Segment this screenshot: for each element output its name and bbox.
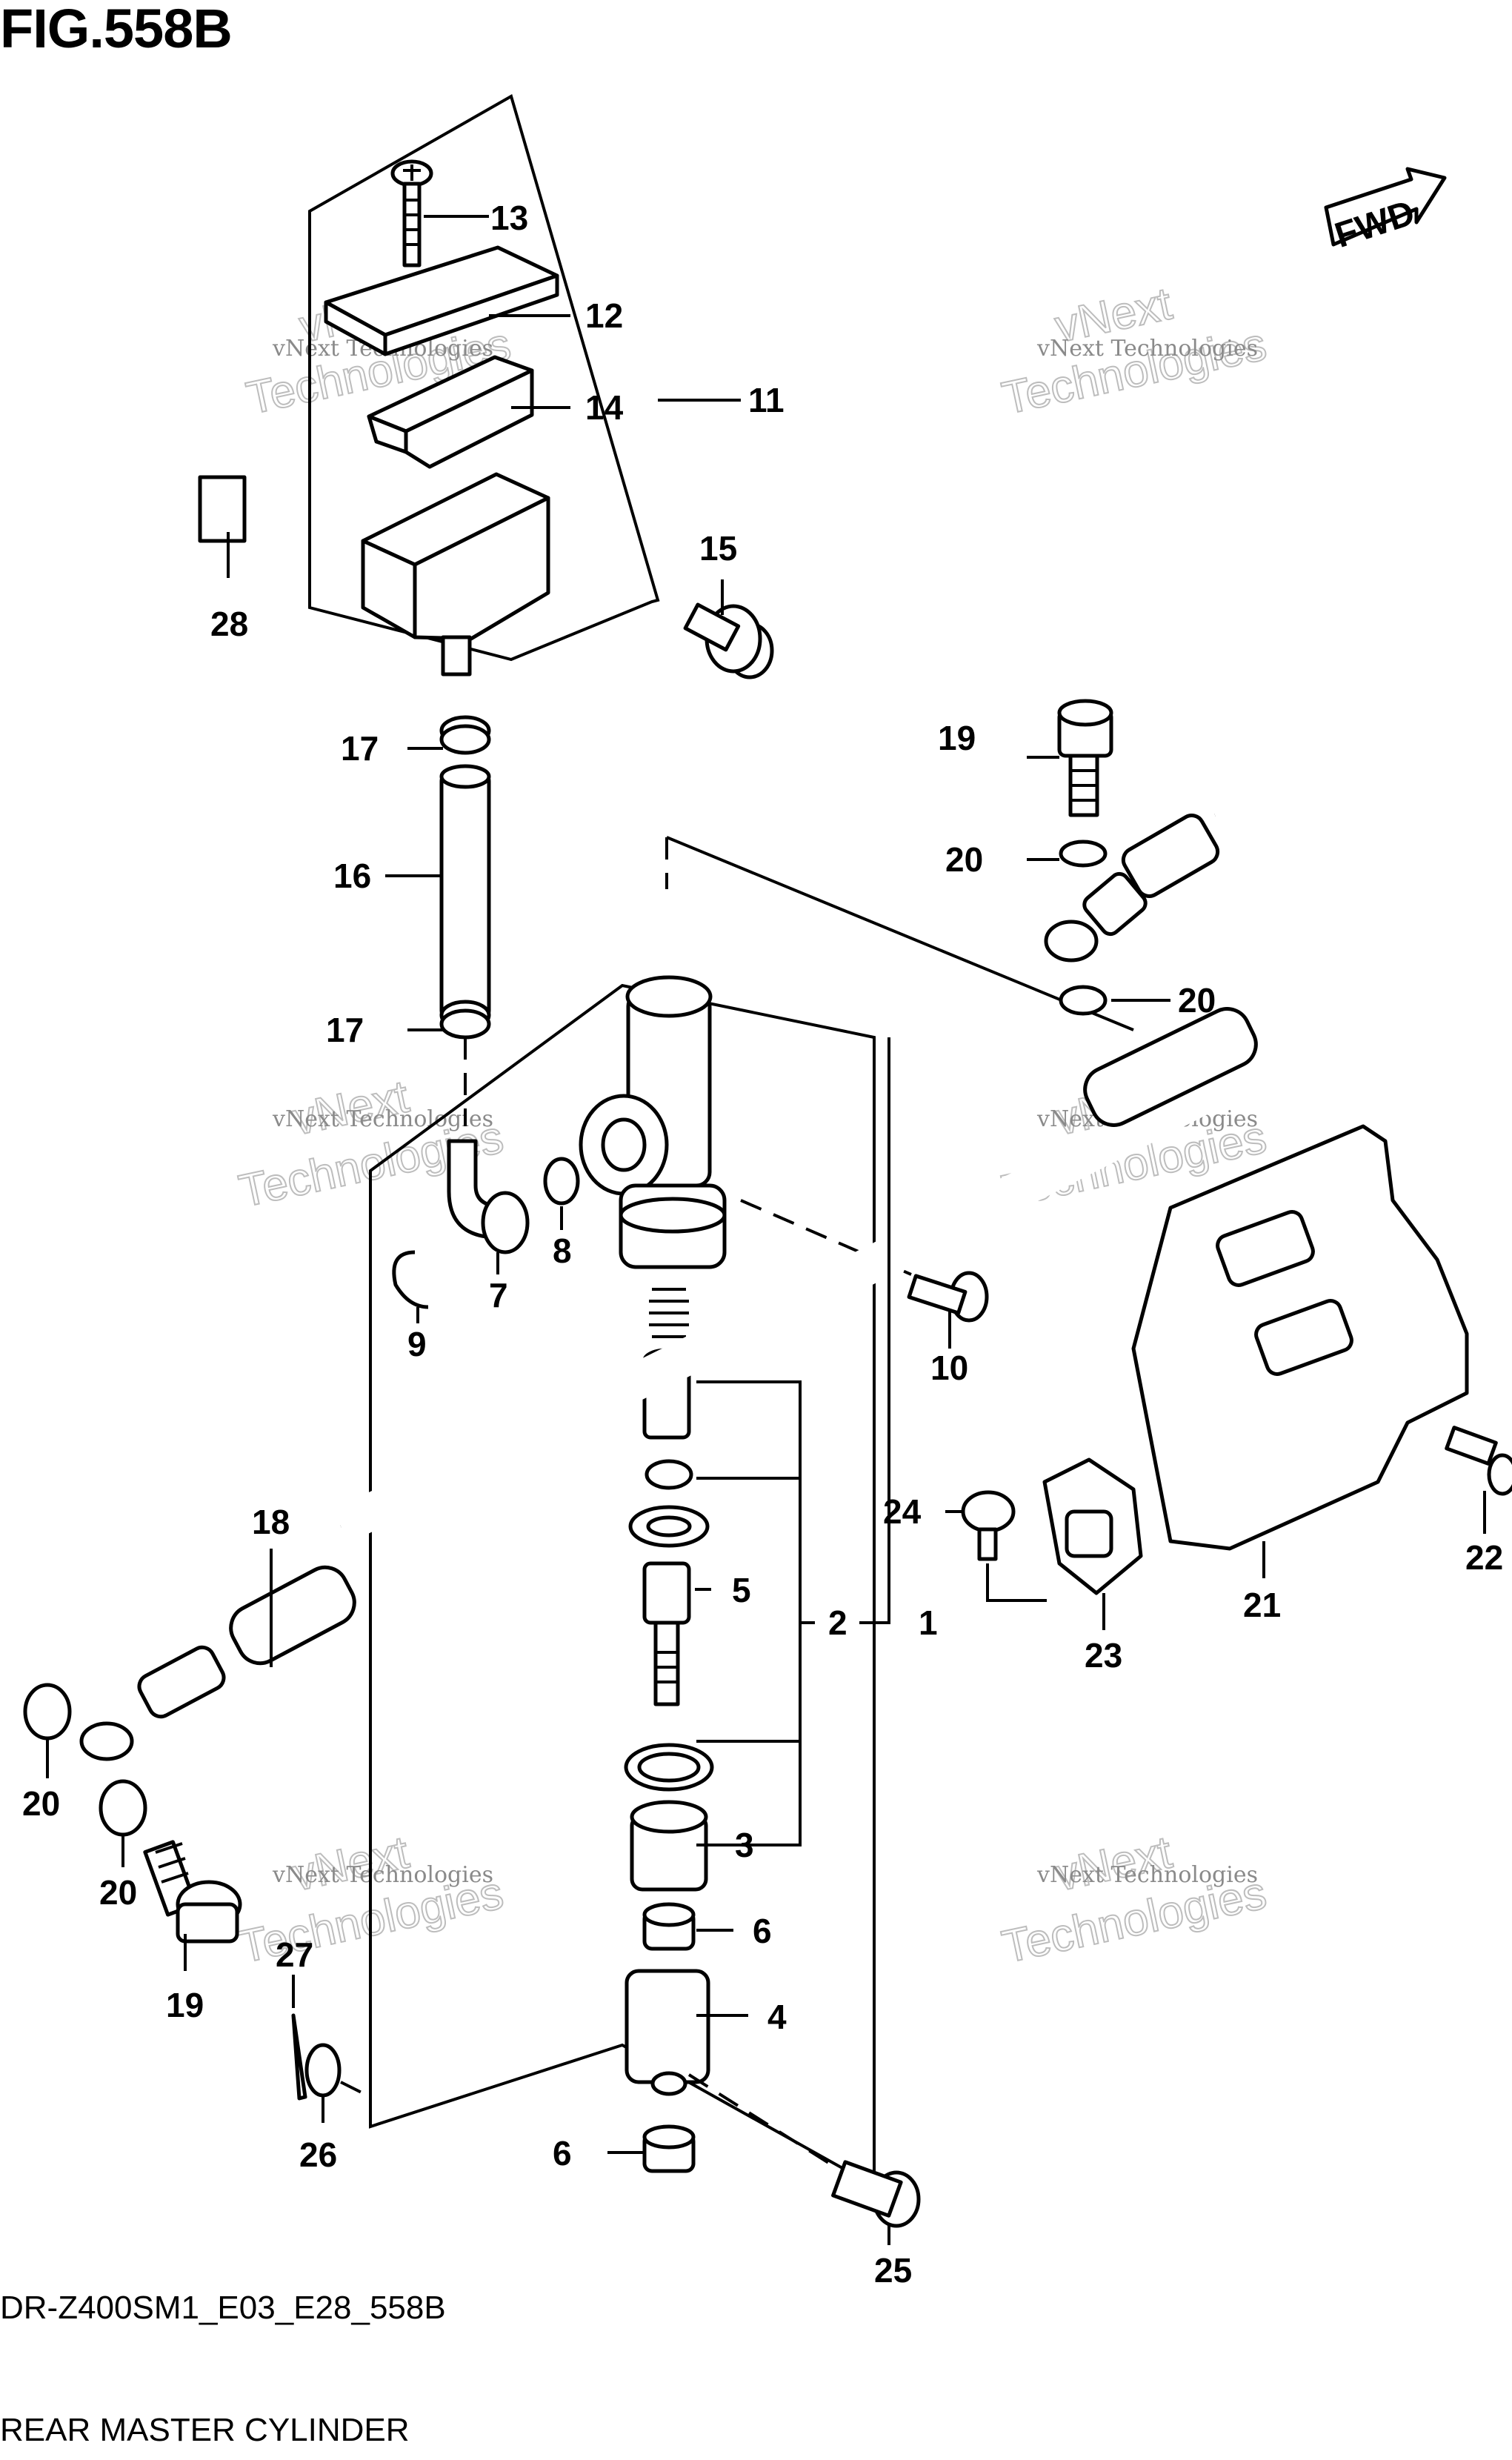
watermark-text: vNext Technologies <box>272 1862 493 1888</box>
callout-5: 5 <box>732 1571 751 1609</box>
part-23-bracket <box>1042 1457 1143 1595</box>
part-20-washer-a <box>1059 840 1108 868</box>
callout-12: 12 <box>585 296 623 335</box>
model-code: DR-Z400SM1_E03_E28_558B <box>0 2290 446 2326</box>
callout-6-lower: 6 <box>553 2134 572 2173</box>
callout-20-a: 20 <box>945 840 983 879</box>
part-8-o-ring <box>543 1157 580 1206</box>
part-25-pin <box>831 2160 921 2228</box>
callout-7: 7 <box>489 1276 508 1314</box>
part-17-clamp-bottom <box>439 1000 491 1040</box>
callout-11: 11 <box>748 381 785 419</box>
callout-9: 9 <box>407 1325 427 1363</box>
part-24-screw <box>961 1490 1016 1561</box>
part-13-screw <box>390 159 433 267</box>
callout-8: 8 <box>553 1231 572 1270</box>
part-circlip <box>624 1743 714 1792</box>
callout-22: 22 <box>1465 1538 1503 1577</box>
callout-26: 26 <box>299 2135 337 2174</box>
callout-10: 10 <box>930 1349 968 1387</box>
callout-6-upper: 6 <box>753 1912 772 1950</box>
part-12-reservoir-cap <box>324 245 559 356</box>
assembly-line <box>986 1563 1047 1602</box>
assembly-name: REAR MASTER CYLINDER <box>0 2412 410 2448</box>
callout-4: 4 <box>767 1998 787 2036</box>
callout-15: 15 <box>699 529 737 568</box>
callout-1: 1 <box>919 1603 938 1642</box>
part-6-nut-upper <box>642 1902 696 1951</box>
callout-20-b: 20 <box>1178 981 1216 1020</box>
assembly-dashline <box>340 2081 371 2098</box>
watermark-text: vNext Technologies <box>1036 336 1258 362</box>
callout-17-lower: 17 <box>326 1011 364 1049</box>
callout-14: 14 <box>585 388 624 427</box>
part-4-clevis <box>625 1969 710 2096</box>
part-9-circlip <box>392 1250 429 1309</box>
part-5-push-rod <box>642 1561 691 1706</box>
callout-21: 21 <box>1243 1586 1281 1624</box>
callout-24: 24 <box>883 1492 922 1531</box>
part-15-bolt <box>683 602 774 679</box>
part-20-washer-c <box>23 1683 72 1741</box>
part-7-elbow <box>447 1139 530 1254</box>
part-17-clamp-top <box>439 715 491 755</box>
part-26-washer <box>304 2043 342 2098</box>
callout-20-c: 20 <box>22 1784 60 1823</box>
callout-20-d: 20 <box>99 1873 137 1912</box>
part-6-nut-lower <box>642 2124 696 2173</box>
callout-17-upper: 17 <box>341 729 379 768</box>
arrow-right-icon <box>1324 167 1447 247</box>
part-20-washer-b <box>1059 985 1108 1016</box>
outline-top-edge <box>666 836 1134 1031</box>
part-28-label <box>198 475 247 543</box>
part-19-banjo-bolt-upper <box>1057 699 1113 817</box>
part-seal <box>645 1459 693 1490</box>
part-11-reservoir <box>361 472 550 676</box>
part-1-master-cylinder <box>579 975 727 1269</box>
part-14-diaphragm <box>367 355 534 469</box>
watermark-text: vNext Technologies <box>1036 1862 1258 1888</box>
callout-2: 2 <box>828 1603 847 1642</box>
callout-25: 25 <box>874 2251 912 2290</box>
watermark-text: vNext Technologies <box>272 1106 493 1132</box>
part-22-bolt <box>1445 1426 1512 1496</box>
callout-13: 13 <box>490 199 528 237</box>
part-10-bolt <box>907 1271 989 1323</box>
part-18-brake-hose <box>137 791 1356 1719</box>
part-21-guard <box>1131 1124 1469 1551</box>
reservoir-group-outline <box>308 94 660 662</box>
assembly-dashline <box>687 2073 831 2165</box>
figure-title: FIG.558B <box>0 0 233 59</box>
callout-labels: 1 2 3 4 5 6 6 7 8 9 10 11 12 13 14 15 16… <box>22 199 1503 2290</box>
callout-23: 23 <box>1085 1636 1122 1675</box>
part-banjo-fitting-lower <box>79 1721 134 1761</box>
callout-16: 16 <box>333 857 371 895</box>
part-19-banjo-bolt-lower <box>143 1840 242 1944</box>
callout-27: 27 <box>276 1935 313 1974</box>
part-spring <box>649 1288 689 1338</box>
part-3-boot <box>630 1800 708 1892</box>
callout-19-upper: 19 <box>938 719 976 757</box>
callout-28: 28 <box>210 605 248 643</box>
callout-leaders <box>46 215 1486 2245</box>
fwd-direction-badge: FWD <box>1324 167 1447 256</box>
callout-18: 18 <box>252 1503 290 1541</box>
callout-19-lower: 19 <box>166 1986 204 2024</box>
part-20-washer-d <box>99 1779 147 1837</box>
callout-3: 3 <box>735 1826 754 1864</box>
part-banjo-fitting-upper <box>1044 871 1148 963</box>
part-16-hose <box>439 764 491 1020</box>
part-washer <box>628 1505 710 1548</box>
part-27-cotter-pin <box>291 2013 307 2101</box>
